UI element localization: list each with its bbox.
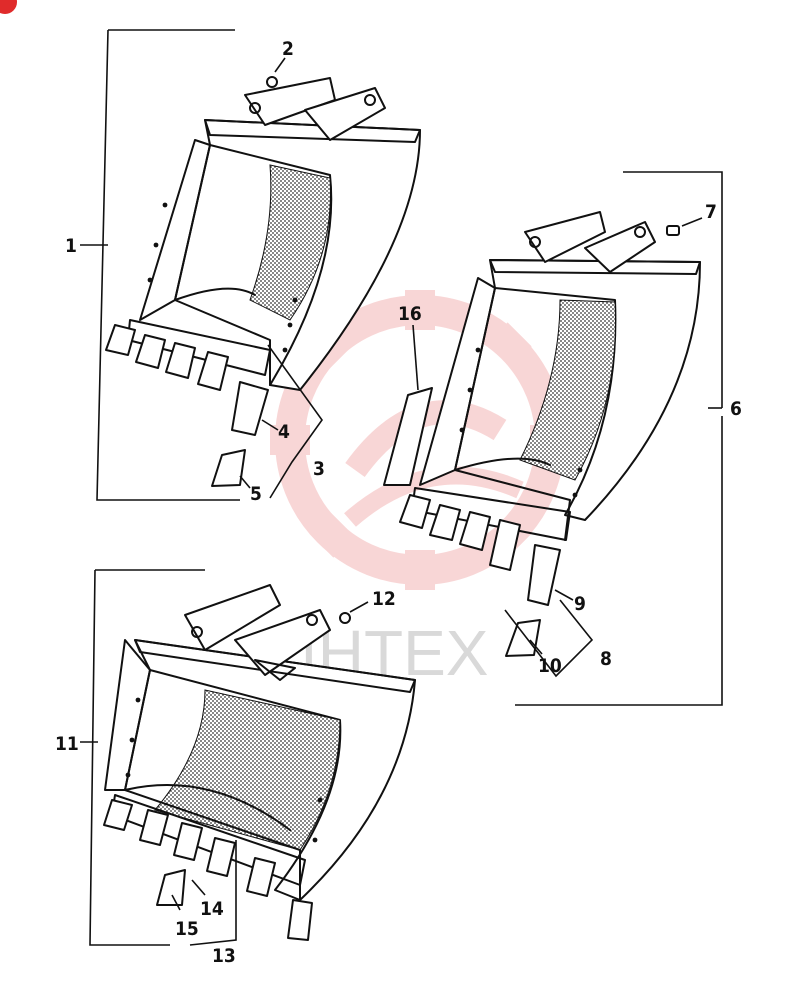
callout-10: 10 xyxy=(538,655,562,677)
callout-12: 12 xyxy=(372,588,396,610)
pin-part-2 xyxy=(266,76,278,88)
callout-14: 14 xyxy=(200,898,224,920)
bucket-6-teeth xyxy=(399,494,561,606)
callout-3: 3 xyxy=(313,458,325,480)
callout-16: 16 xyxy=(398,303,422,325)
pin-part-7 xyxy=(666,225,680,236)
side-cutter-part-16 xyxy=(383,387,433,486)
callout-9: 9 xyxy=(574,593,586,615)
tooth-part-15 xyxy=(156,869,186,906)
callout-6: 6 xyxy=(730,398,742,420)
callout-15: 15 xyxy=(175,918,199,940)
pin-part-12 xyxy=(339,612,351,624)
callout-11: 11 xyxy=(55,733,79,755)
bucket-11 xyxy=(80,569,416,946)
corner-badge-icon xyxy=(0,0,17,14)
tooth-part-10 xyxy=(505,619,541,657)
callout-4: 4 xyxy=(278,421,290,443)
callout-1: 1 xyxy=(65,235,77,257)
callout-13: 13 xyxy=(212,945,236,967)
callout-labels: 2 1 4 3 5 7 16 6 9 12 8 10 11 14 15 13 xyxy=(55,38,742,967)
callout-2: 2 xyxy=(282,38,294,60)
bucket-1-teeth xyxy=(105,324,269,436)
callout-7: 7 xyxy=(705,201,717,223)
callout-8: 8 xyxy=(600,648,612,670)
bucket-11-teeth xyxy=(103,799,313,941)
bucket-6 xyxy=(383,171,723,706)
callout-5: 5 xyxy=(250,483,262,505)
tooth-part-5 xyxy=(211,449,246,487)
bucket-1 xyxy=(80,29,421,501)
